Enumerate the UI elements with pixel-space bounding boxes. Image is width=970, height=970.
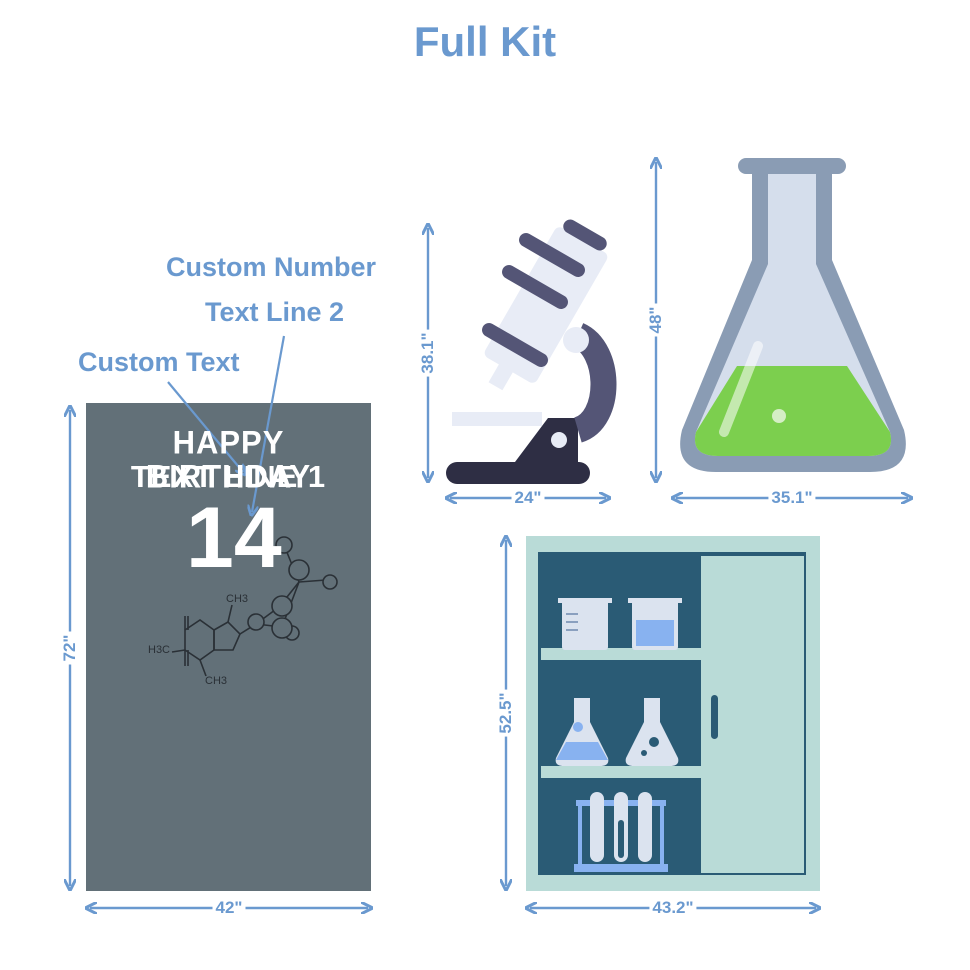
banner-width-label: 42"	[212, 898, 246, 918]
molecule-label-ch3-top: CH3	[226, 593, 249, 605]
microscope-icon	[446, 219, 617, 484]
banner-line-2: TEXT LINE 1	[130, 459, 327, 494]
lab-cabinet-icon	[526, 536, 820, 891]
molecule-label-ch3-bottom: CH3	[205, 675, 228, 687]
flask-width-label: 35.1"	[768, 488, 816, 508]
callout-leaders	[167, 335, 286, 512]
callout-custom-text: Custom Text	[78, 347, 240, 377]
banner-height-label: 72"	[60, 631, 80, 665]
page-title: Full Kit	[413, 18, 557, 65]
flask-height-label: 48"	[646, 303, 666, 337]
microscope-height-label: 38.1"	[418, 329, 438, 377]
molecule-label-h3c: H3C	[148, 644, 171, 656]
callout-text-line-2: Text Line 2	[205, 297, 345, 327]
banner-panel	[86, 403, 371, 891]
microscope-width-label: 24"	[511, 488, 545, 508]
banner-line-1: HAPPY BIRTHDAY	[145, 424, 312, 495]
molecule-icon	[171, 536, 338, 677]
flask-icon	[680, 158, 906, 472]
cabinet-width-label: 43.2"	[649, 898, 697, 918]
banner-number: 14	[186, 490, 282, 586]
callout-custom-number: Custom Number	[166, 252, 377, 282]
cabinet-height-label: 52.5"	[496, 689, 516, 737]
